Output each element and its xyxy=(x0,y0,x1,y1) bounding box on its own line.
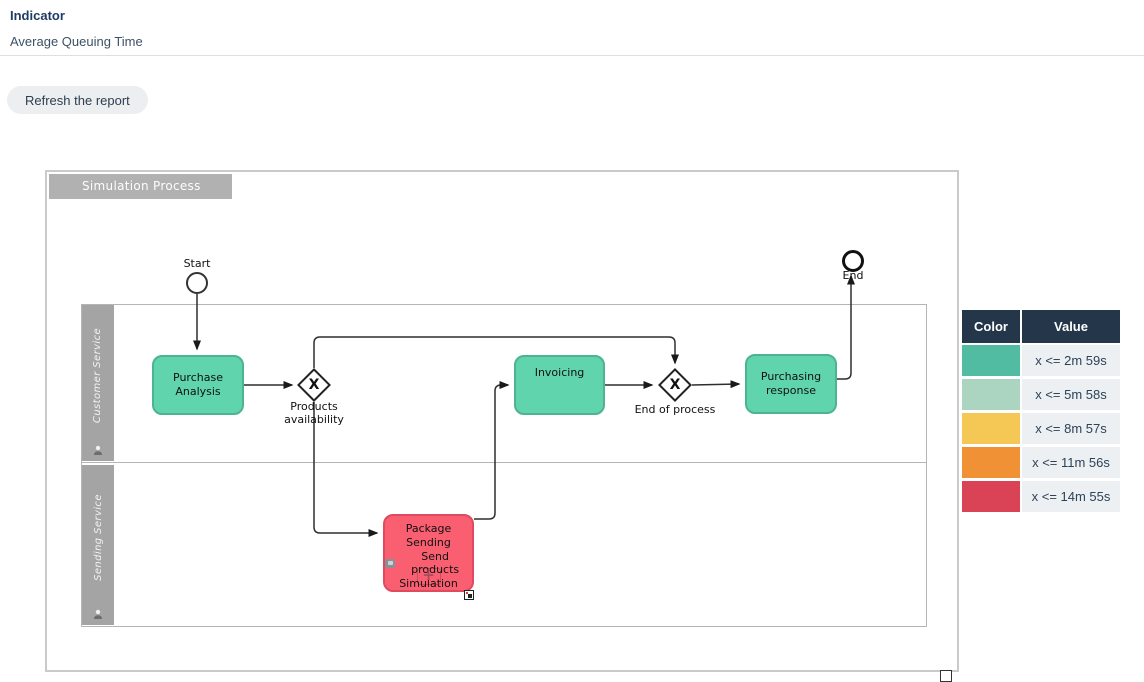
lane-customer-service-label: Customer Service xyxy=(92,327,104,423)
task-purchase-analysis: Purchase Analysis xyxy=(152,355,244,415)
subprocess-plus-marker: + xyxy=(416,568,441,585)
gateway-products-availability-label: Products availability xyxy=(284,400,344,427)
exclusive-gateway-x-icon: X xyxy=(669,377,681,393)
simulation-marker-icon xyxy=(385,558,396,568)
legend-value-cell: x <= 14m 55s xyxy=(1022,481,1120,512)
person-icon xyxy=(94,445,102,455)
legend-color-swatch xyxy=(962,345,1020,376)
package-sending-corner-badge-icon xyxy=(464,590,474,600)
process-diagram-canvas: Simulation Process Customer Service Send… xyxy=(45,170,959,672)
lane-sending-service-label: Sending Service xyxy=(92,493,104,581)
legend-value-cell: x <= 8m 57s xyxy=(1022,413,1120,444)
lane-sending-service xyxy=(81,462,927,627)
legend-value-cell: x <= 2m 59s xyxy=(1022,345,1120,376)
legend-value-cell: x <= 5m 58s xyxy=(1022,379,1120,410)
gateway-products-availability: X xyxy=(297,368,331,402)
task-purchasing-response: Purchasing response xyxy=(745,354,837,414)
legend-value-cell: x <= 11m 56s xyxy=(1022,447,1120,478)
legend-header-color: Color xyxy=(962,310,1020,343)
lane-customer-service-header: Customer Service xyxy=(82,305,114,461)
end-event xyxy=(842,250,864,272)
legend-header-row: Color Value xyxy=(962,310,1120,343)
task-package-sending-label: Package Sending xyxy=(405,522,452,549)
indicator-name: Average Queuing Time xyxy=(10,34,143,49)
legend-color-swatch xyxy=(962,413,1020,444)
task-package-sending-marker-label: Send products xyxy=(411,549,460,577)
legend-color-swatch xyxy=(962,447,1020,478)
person-icon xyxy=(94,609,102,619)
page-title: Indicator xyxy=(10,8,65,23)
exclusive-gateway-x-icon: X xyxy=(308,377,320,393)
legend-header-value: Value xyxy=(1022,310,1120,343)
diagram-resize-corner-icon xyxy=(940,670,952,682)
pool-title-tab: Simulation Process xyxy=(49,174,232,199)
start-event-label: Start xyxy=(183,257,211,270)
gateway-end-of-process-label: End of process xyxy=(634,403,716,416)
header-divider xyxy=(0,55,1144,56)
task-invoicing: Invoicing xyxy=(514,355,605,415)
legend-color-swatch xyxy=(962,481,1020,512)
task-package-sending: Package Sending Send products Simulation… xyxy=(383,514,474,592)
lane-sending-service-header: Sending Service xyxy=(82,465,114,625)
gateway-end-of-process: X xyxy=(658,368,692,402)
task-package-sending-marker-label2: Simulation xyxy=(399,577,458,590)
refresh-report-button[interactable]: Refresh the report xyxy=(7,86,148,114)
legend-color-swatch xyxy=(962,379,1020,410)
end-event-label: End xyxy=(842,269,864,282)
start-event xyxy=(186,272,208,294)
